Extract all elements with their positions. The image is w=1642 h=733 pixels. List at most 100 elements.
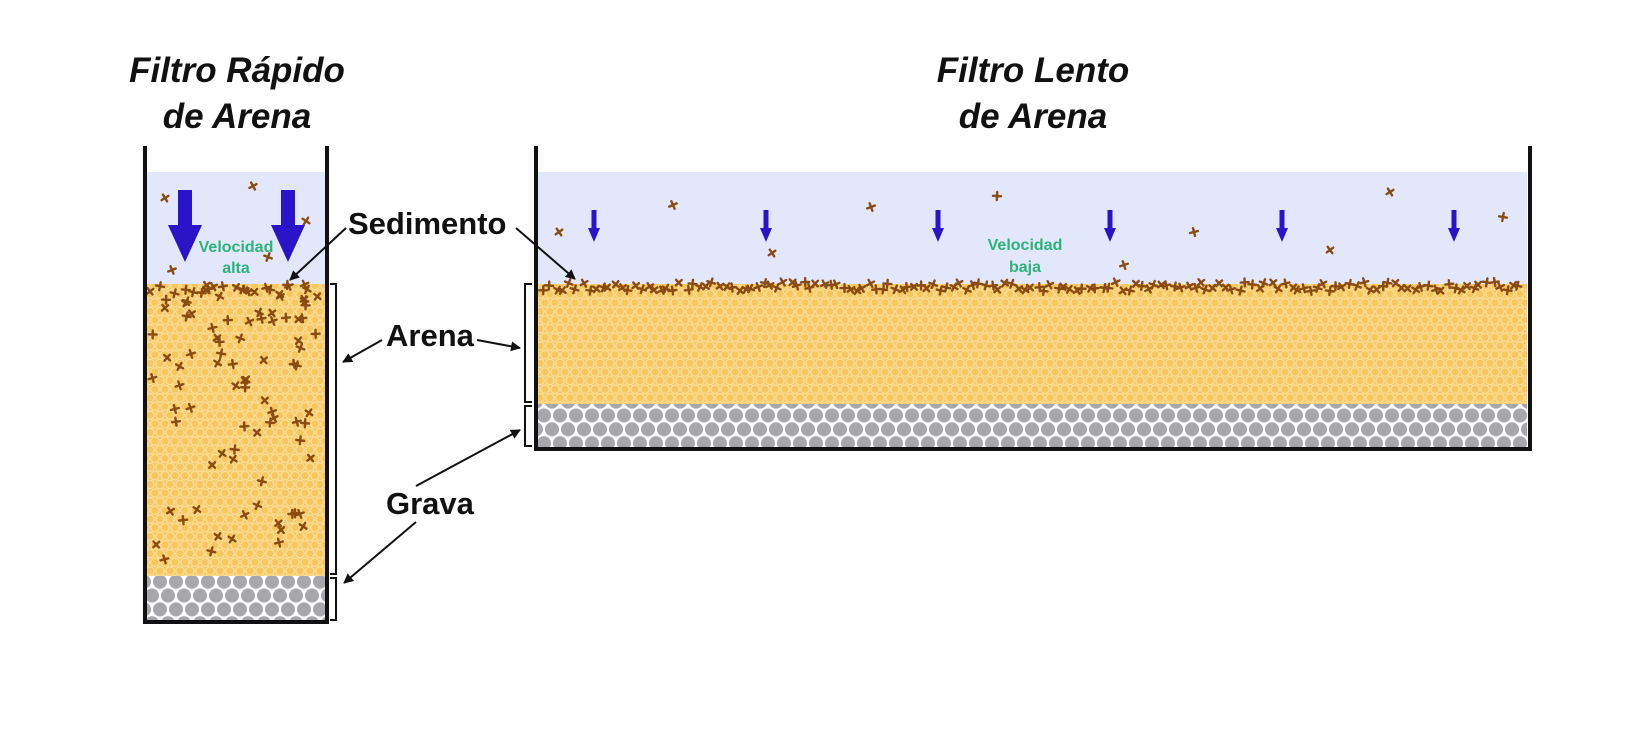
sediment-particle [1215,279,1224,288]
sediment-particle [185,348,196,359]
sediment-particle [804,282,815,293]
sediment-particle [229,444,240,455]
rapid-filter-title-line2: de Arena [163,97,311,136]
sediment-particle [701,282,710,291]
rapid-speed-label-line2: alta [222,260,250,277]
sediment-particle [1456,285,1466,295]
sediment-particle [181,296,192,307]
sediment-particle [306,453,315,463]
sediment-particle [741,284,751,294]
sediment-particle [252,500,263,511]
sediment-particle [256,313,267,324]
sediment-particle [239,421,250,432]
sediment-particle [152,540,161,549]
slow-filter-walls [534,146,1532,451]
sediment-particle [227,358,238,370]
sediment-particle [188,287,199,298]
sediment-particle [159,554,170,565]
sediment-particle [1481,277,1492,288]
sediment-particle [1169,281,1181,292]
sediment-particle [206,546,217,557]
sediment-particle [1175,282,1186,293]
sediment-particle [256,476,267,487]
sediment-particle [915,280,927,291]
sediment-particle [213,358,223,368]
sediment-particle [1497,211,1509,223]
rapid-speed-label-line1: Velocidad [199,239,274,256]
sediment-particle [585,285,596,296]
callouts: Sedimento Arena Grava [289,206,576,584]
sediment-particle [819,279,830,289]
rapid-gravel-layer [145,576,325,622]
sediment-particle [830,279,841,290]
sediment-particle [1258,278,1269,288]
sediment-particle [715,281,725,291]
sediment-particle [181,311,192,322]
sediment-particle [259,355,269,365]
sediment-particle [250,287,259,297]
sediment-particle [991,190,1003,202]
sediment-particle [295,343,306,353]
sediment-particle [637,284,648,295]
sediment-particle [538,285,549,296]
sediment-particle [160,294,172,305]
sediment-particle [174,380,185,391]
sediment-particle [935,285,946,296]
sediment-particle [1099,283,1110,294]
sediment-particle [543,280,555,291]
sediment-particle [169,288,180,299]
flow-arrow-icon [1448,210,1460,242]
sediment-particle [1058,282,1068,292]
sediment-particle [227,534,237,544]
sediment-particle [941,282,952,293]
sediment-particle [276,525,286,535]
sediment-particle [759,278,771,289]
sediment-particle [1103,282,1114,293]
sediment-particle [1044,280,1055,290]
sediment-particle [1188,226,1200,238]
sediment-particle [1089,283,1100,294]
layer-brackets [330,283,532,621]
sediment-particle [207,322,218,333]
sediment-particle [962,285,972,295]
sediment-particle [674,278,683,287]
sediment-particle [1344,278,1355,289]
sediment-particle [1324,285,1335,297]
sediment-particle [1280,278,1291,289]
sediment-particle [949,282,959,292]
sediment-particle [274,519,283,528]
sediment-particle [1256,284,1265,293]
sediment-particle [1365,285,1375,295]
slow-flow-arrows [588,210,1460,242]
sediment-particle [857,283,867,293]
sediment-particle [1273,284,1283,294]
sediment-particle [846,284,856,294]
sediment-particle [1221,283,1230,292]
sediment-particle [147,329,158,340]
sediment-particle [1235,285,1246,296]
sediment-particle [1247,279,1258,290]
sediment-particle [1495,282,1505,292]
sediment-particle [1014,284,1024,294]
sediment-particle [235,333,246,344]
flow-arrow-icon [1104,210,1116,242]
sediment-particle [214,291,225,302]
sediment-particle [1006,278,1017,289]
sediment-particle [1085,283,1095,293]
sediment-particle [1382,277,1393,288]
sediment-particle [645,281,655,292]
slow-sand-layer [537,284,1527,404]
sediment-particle [1144,284,1154,294]
sediment-particle [706,277,717,288]
sediment-particle [275,291,285,301]
sediment-particle [871,284,882,295]
sediment-particle [922,284,931,293]
sediment-particle [1352,281,1362,291]
slow-speed-label-line2: baja [1009,259,1041,276]
sediment-particle [722,282,732,291]
flow-arrow-icon [932,210,944,242]
sediment-particle [269,413,279,423]
sediment-particle [1462,281,1472,291]
sediment-particle [300,300,311,311]
sediment-particle [767,248,777,258]
